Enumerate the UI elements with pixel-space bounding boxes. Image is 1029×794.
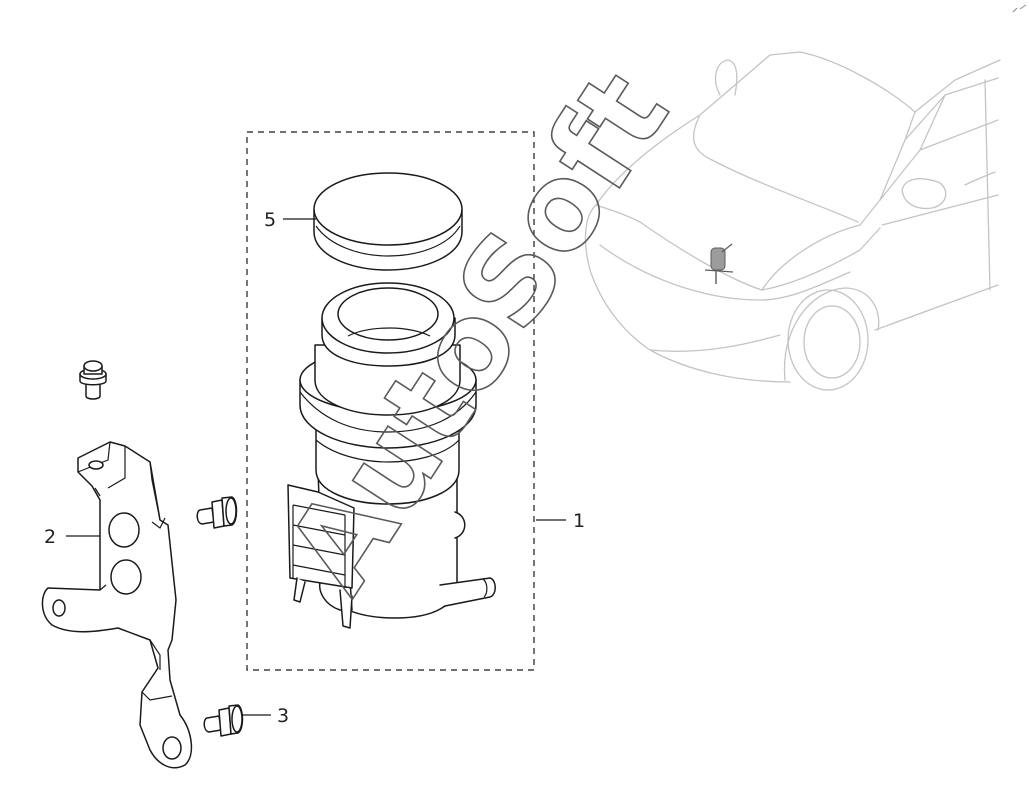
callout-5: 5	[264, 209, 276, 231]
callout-3: 3	[277, 705, 289, 727]
reservoir-cap-icon	[313, 172, 463, 271]
flange-bolt-icon	[203, 704, 244, 737]
flange-bolt-icon	[196, 496, 238, 529]
flange-bolt-icon	[79, 360, 107, 400]
reservoir-icon	[287, 282, 496, 629]
callout-1: 1	[573, 510, 585, 532]
callout-2: 2	[44, 526, 56, 548]
assembly-boundary	[246, 131, 535, 671]
corner-mark-icon	[1012, 4, 1027, 13]
reservoir-location-marker-icon	[704, 243, 734, 284]
mounting-bracket-icon	[41, 441, 193, 769]
vehicle-locator-icon	[584, 51, 1001, 391]
